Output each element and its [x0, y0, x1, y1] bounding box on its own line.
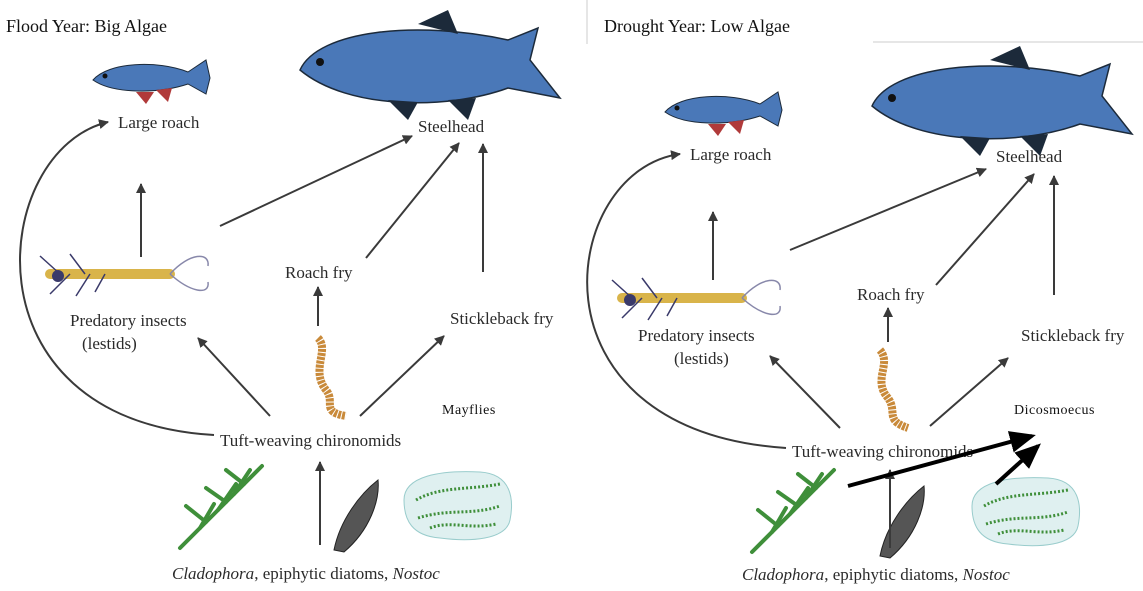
arrow-chironomids-to-stickleback	[360, 336, 444, 416]
nostoc-text: Nostoc	[962, 565, 1011, 584]
algae-label: Cladophora, epiphytic diatoms, Nostoc	[172, 564, 440, 583]
arrow-chironomids-to-stickleback	[930, 358, 1008, 426]
steelhead-image	[872, 46, 1132, 156]
cladophora-text: Cladophora	[742, 565, 824, 584]
steelhead-image	[300, 10, 560, 120]
lestids-label: (lestids)	[82, 334, 137, 353]
predatory-insect-image	[40, 254, 208, 296]
diatom-image	[334, 480, 378, 552]
cladophora-text: Cladophora	[172, 564, 254, 583]
arrow-chironomids-to-insects	[770, 356, 840, 428]
diatoms-text: , epiphytic diatoms,	[824, 565, 962, 584]
arrow-roach-fry-to-steelhead	[366, 143, 459, 258]
large-roach-label: Large roach	[118, 113, 200, 132]
arrow-insects-to-steelhead	[790, 169, 986, 250]
flood-year-panel: Flood Year: Big Algae Large roach Steelh…	[6, 0, 587, 583]
nostoc-text: Nostoc	[392, 564, 441, 583]
annotation-label: Mayflies	[442, 403, 496, 418]
roach-fry-label: Roach fry	[857, 285, 925, 304]
steelhead-label: Steelhead	[996, 147, 1063, 166]
diatoms-text: , epiphytic diatoms,	[254, 564, 392, 583]
nostoc-image	[972, 478, 1080, 546]
panel-title: Drought Year: Low Algae	[604, 16, 790, 36]
arrow-insects-to-steelhead	[220, 136, 412, 226]
stickleback-fry-label: Stickleback fry	[450, 309, 554, 328]
diatom-image	[880, 486, 924, 558]
chironomid-image	[880, 350, 908, 428]
chironomid-image	[318, 338, 346, 416]
chironomids-label: Tuft-weaving chironomids	[220, 431, 401, 450]
predatory-insects-label: Predatory insects	[70, 311, 187, 330]
drought-year-panel: Drought Year: Low Algae Large roach Stee…	[587, 16, 1143, 584]
annotation-label: Dicosmoecus	[1014, 403, 1095, 418]
cladophora-image	[180, 466, 262, 548]
arrow-roach-fry-to-steelhead	[936, 174, 1034, 285]
large-roach-image	[665, 92, 782, 136]
nostoc-image	[404, 472, 512, 540]
large-roach-image	[93, 60, 210, 104]
algae-label: Cladophora, epiphytic diatoms, Nostoc	[742, 565, 1010, 584]
large-roach-label: Large roach	[690, 145, 772, 164]
lestids-label: (lestids)	[674, 349, 729, 368]
stickleback-fry-label: Stickleback fry	[1021, 326, 1125, 345]
roach-fry-label: Roach fry	[285, 263, 353, 282]
arrow-chironomids-to-insects	[198, 338, 270, 416]
steelhead-label: Steelhead	[418, 117, 485, 136]
predatory-insect-image	[612, 278, 780, 320]
cladophora-image	[752, 470, 834, 552]
panel-title: Flood Year: Big Algae	[6, 16, 167, 36]
predatory-insects-label: Predatory insects	[638, 326, 755, 345]
